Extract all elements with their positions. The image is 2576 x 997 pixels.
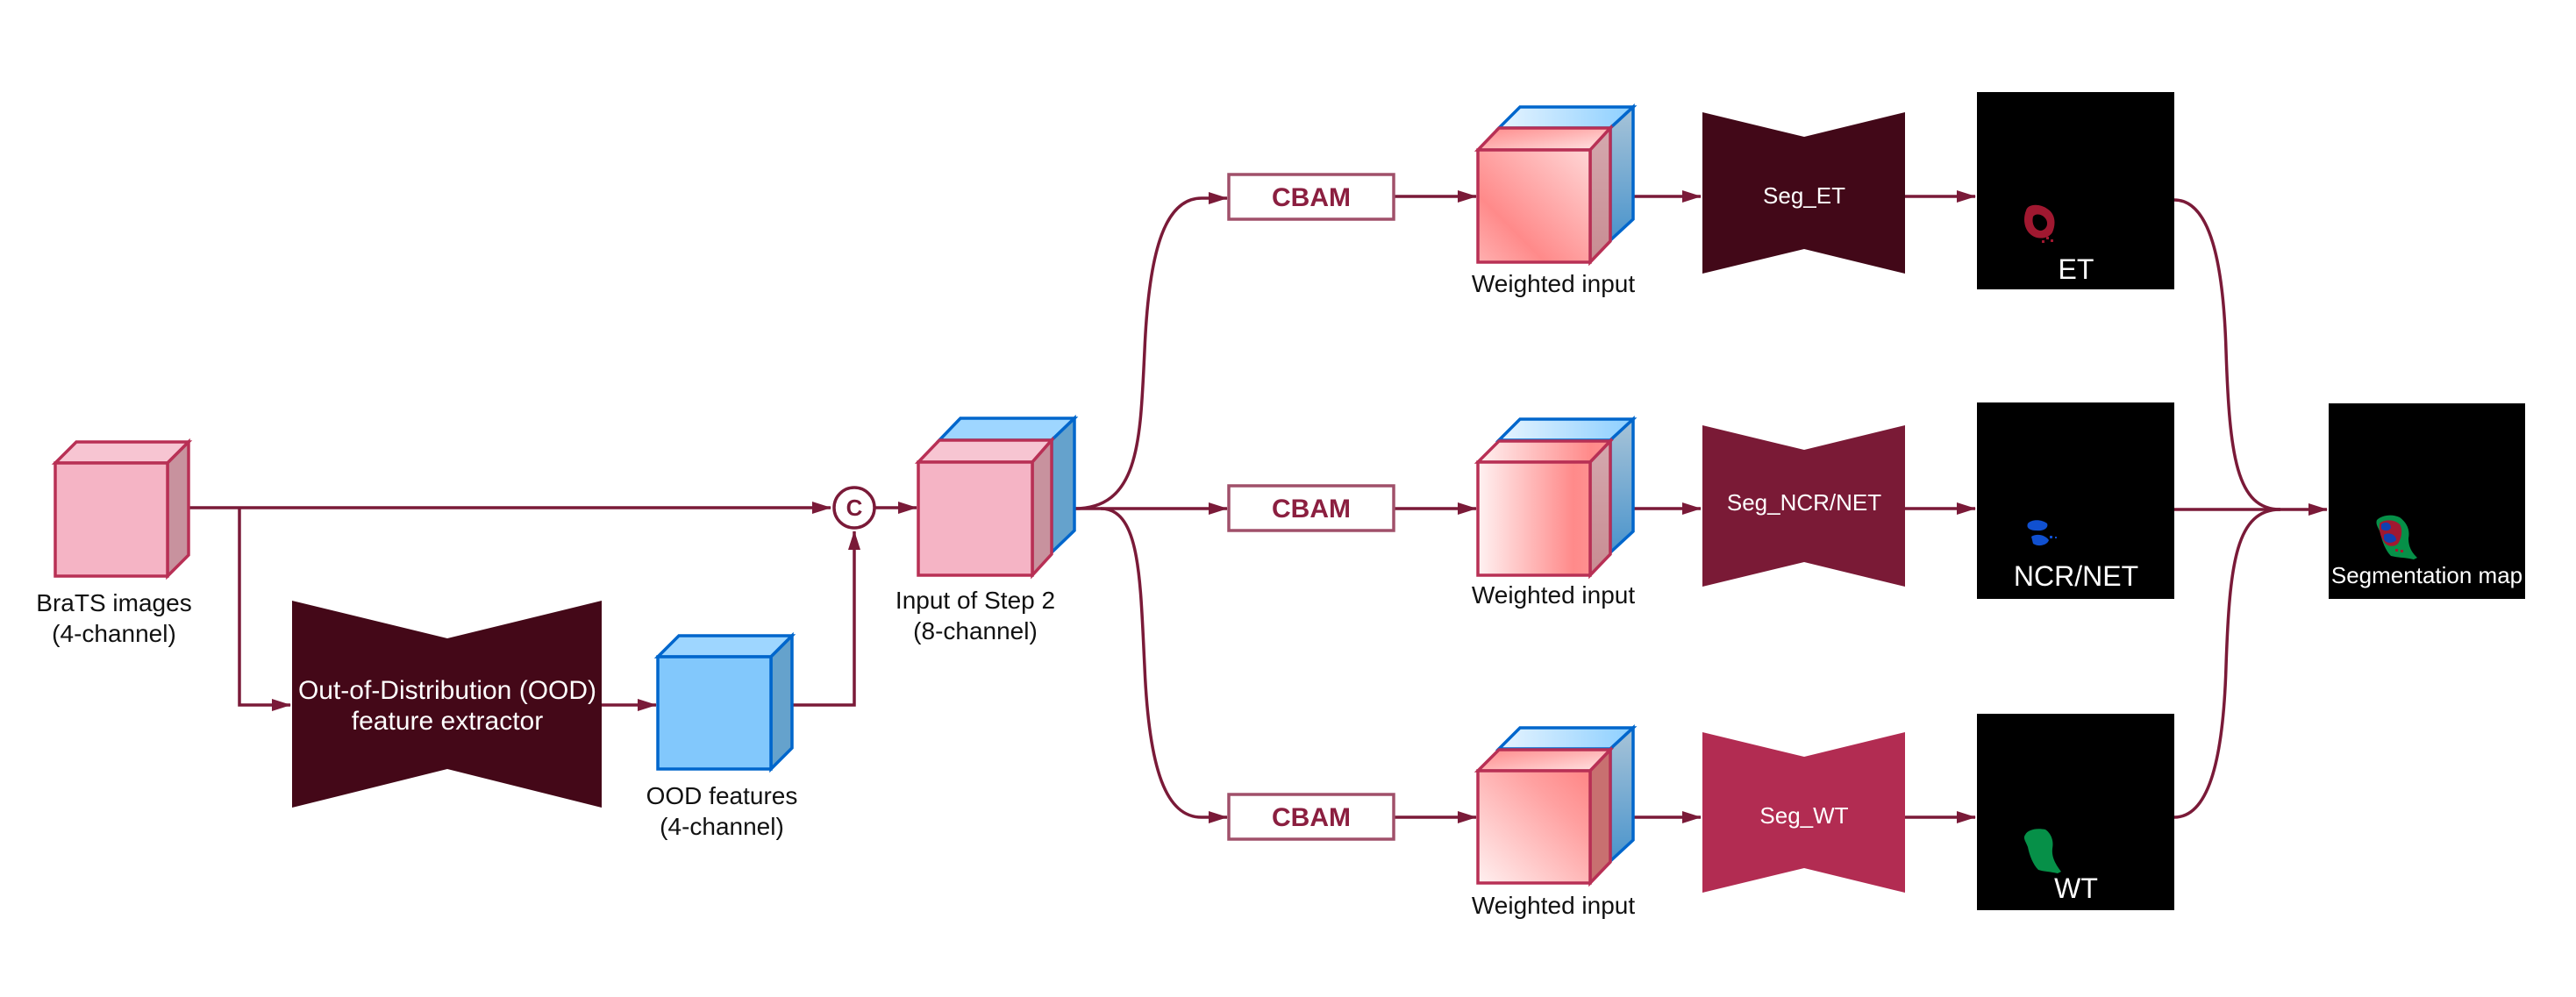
- ood-extractor-label-line1: Out-of-Distribution (OOD): [298, 676, 596, 705]
- weighted-input-cube-wt: [1474, 724, 1638, 887]
- ood-extractor-label-line2: feature extractor: [352, 707, 543, 736]
- wt-mask-region: [2023, 829, 2061, 873]
- branch-ncr-net: CBAM Weighted input Seg_NCR/NET NCR/NET: [1227, 402, 2174, 609]
- cbam-block-ncr: [1227, 484, 1395, 532]
- cbam-block-wt: [1227, 793, 1395, 841]
- seg-et-block: [1702, 112, 1905, 274]
- concat-symbol: C: [846, 495, 863, 521]
- wt-mask-label: WT: [2054, 872, 2098, 904]
- segmentation-map-regions: [2376, 515, 2417, 559]
- cbam-block-et: [1227, 173, 1395, 221]
- segmentation-map-image: Segmentation map: [2329, 403, 2525, 599]
- cbam-label-et: CBAM: [1272, 183, 1351, 212]
- ood-features-sublabel: (4-channel): [660, 813, 784, 840]
- edge-step2-to-cbam-wt: [1100, 507, 1228, 823]
- wt-mask-image: WT: [1977, 714, 2174, 910]
- step2-input-label: Input of Step 2: [896, 587, 1055, 614]
- weighted-input-label-et: Weighted input: [1472, 270, 1636, 297]
- seg-et-label: Seg_ET: [1763, 182, 1845, 209]
- seg-ncr-label: Seg_NCR/NET: [1727, 489, 1881, 516]
- ood-feature-extractor-block: [292, 601, 602, 808]
- seg-wt-label: Seg_WT: [1759, 802, 1848, 829]
- cbam-label-ncr: CBAM: [1272, 495, 1351, 523]
- ncr-mask-image: NCR/NET: [1977, 402, 2174, 599]
- segmentation-map-label: Segmentation map: [2331, 562, 2522, 588]
- seg-wt-block: [1702, 732, 1905, 893]
- weighted-input-label-ncr: Weighted input: [1472, 581, 1636, 609]
- ood-features-cube: [653, 631, 796, 773]
- et-mask-image: ET: [1977, 92, 2174, 289]
- weighted-input-cube-ncr: [1474, 416, 1638, 580]
- step2-input-sublabel: (8-channel): [913, 617, 1038, 644]
- brats-images-cube: [51, 438, 193, 580]
- seg-ncr-block: [1702, 425, 1905, 587]
- ood-features-label: OOD features: [646, 782, 798, 809]
- weighted-input-label-wt: Weighted input: [1472, 892, 1636, 919]
- et-mask-label: ET: [2059, 253, 2094, 285]
- concat-icon: [832, 486, 876, 530]
- edge-mask-et-to-merge: [2173, 198, 2281, 511]
- weighted-input-cube-et: [1474, 103, 1638, 267]
- edge-ood-features-to-concat: [792, 531, 860, 707]
- brats-images-label: BraTS images: [36, 589, 191, 616]
- step2-input-cube: [914, 414, 1079, 580]
- edge-brats-to-ood-extractor: [238, 508, 291, 711]
- et-mask-region: [2024, 204, 2055, 243]
- edge-mask-wt-to-merge: [2173, 508, 2281, 819]
- connectors: [189, 190, 2328, 823]
- edge-step2-to-cbam-et: [1074, 192, 1228, 510]
- brats-images-sublabel: (4-channel): [52, 620, 176, 647]
- ncr-mask-region: [2027, 520, 2057, 546]
- branch-wt: CBAM Weighted input Seg_WT WT: [1227, 714, 2174, 919]
- ncr-mask-label: NCR/NET: [2014, 560, 2138, 592]
- branch-et: CBAM Weighted input Seg_ET ET: [1227, 92, 2174, 297]
- cbam-label-wt: CBAM: [1272, 803, 1351, 832]
